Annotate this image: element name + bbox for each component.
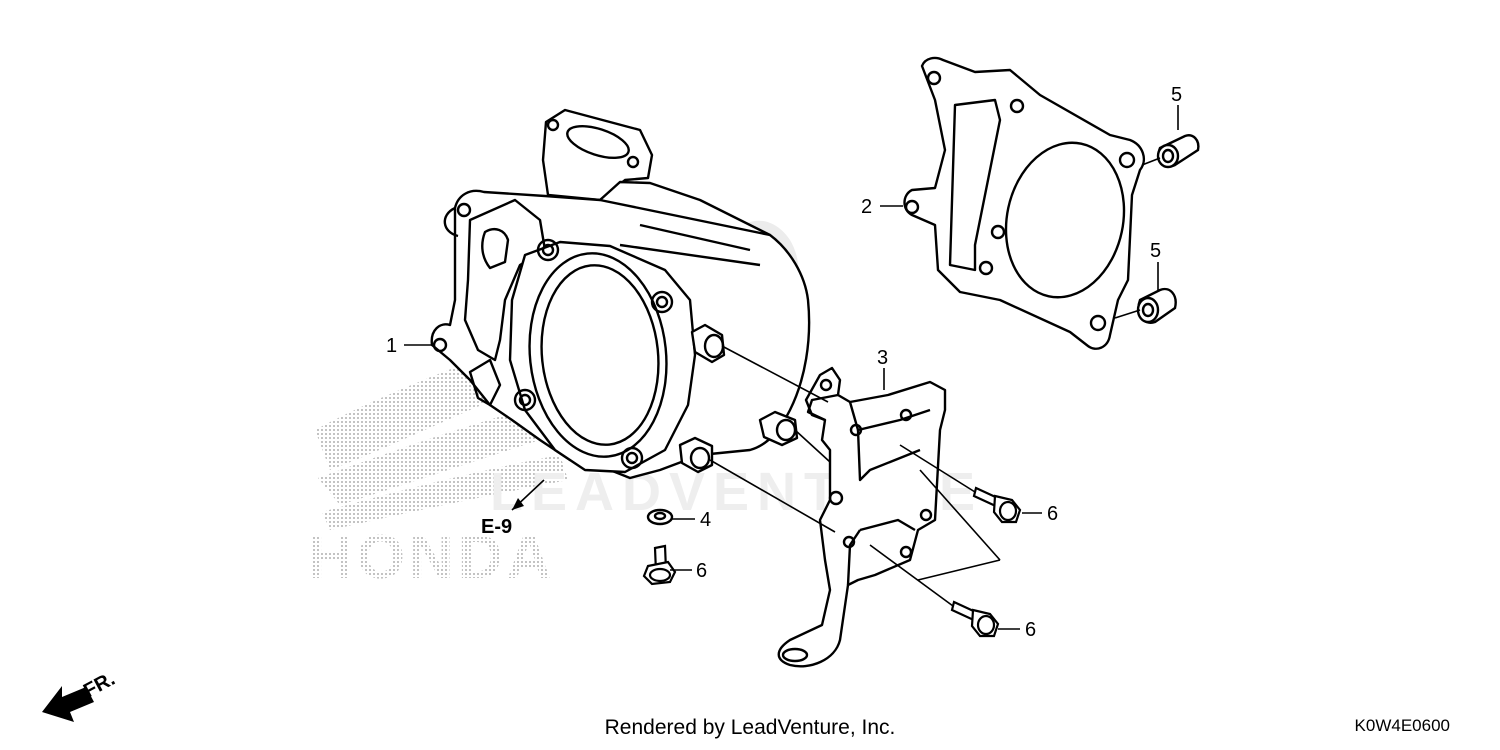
callout-6c: 6 — [1025, 619, 1036, 641]
callout-1: 1 — [386, 335, 397, 357]
bolt-part-6c[interactable] — [950, 600, 1000, 638]
bracket-part-3[interactable] — [777, 366, 947, 668]
render-credit: Rendered by LeadVenture, Inc. — [604, 716, 896, 739]
gasket-part-2[interactable] — [903, 56, 1145, 350]
front-arrow-icon — [42, 686, 94, 722]
callout-5a: 5 — [1171, 84, 1182, 106]
callout-leaders — [404, 105, 1179, 630]
section-ref-arrow — [512, 498, 524, 510]
callout-4: 4 — [700, 509, 711, 531]
callout-6b: 6 — [696, 560, 707, 582]
diagram-code: K0W4E0600 — [1354, 716, 1450, 735]
dowel-pin-part-5a[interactable] — [1156, 134, 1200, 169]
callout-6a: 6 — [1047, 503, 1058, 525]
assembly-lines — [709, 157, 1161, 607]
washer-part-4[interactable] — [646, 508, 674, 526]
honda-logo-watermark: HONDA — [308, 523, 555, 592]
callout-3: 3 — [877, 347, 888, 369]
section-ref-e9[interactable]: E-9 — [481, 516, 512, 538]
cylinder-part-1[interactable] — [430, 108, 811, 480]
dowel-pin-part-5b[interactable] — [1136, 287, 1177, 324]
callout-5b: 5 — [1150, 240, 1161, 262]
callout-2: 2 — [861, 196, 872, 218]
bolt-part-6a[interactable] — [972, 486, 1022, 524]
bolt-part-6b[interactable] — [642, 544, 677, 586]
